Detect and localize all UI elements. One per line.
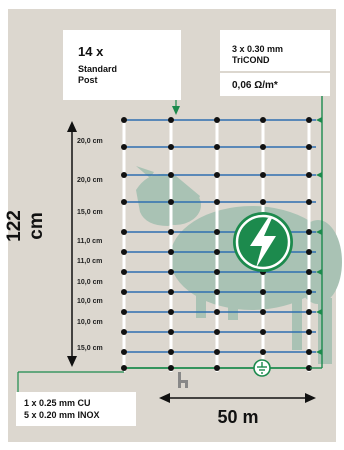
spacing-label: 20,0 cm xyxy=(77,177,103,184)
spacing-label: 11,0 cm xyxy=(77,258,103,265)
post-type-line2: Post xyxy=(78,75,98,85)
lightning-bolt-icon xyxy=(233,212,293,272)
wire-info-box: 3 x 0.30 mm TriCOND 0,06 Ω/m* xyxy=(220,30,330,96)
post-type-line1: Standard xyxy=(78,64,118,74)
spacing-label: 15,0 cm xyxy=(77,209,103,216)
conductor-line2: 5 x 0.20 mm INOX xyxy=(24,410,100,420)
wire-post-connectors xyxy=(121,117,312,371)
wire-spec: 3 x 0.30 mm xyxy=(232,44,284,54)
divider xyxy=(220,71,330,73)
spacing-label: 10,0 cm xyxy=(77,298,103,305)
spacing-label: 11,0 cm xyxy=(77,238,103,245)
wire-resistance: 0,06 Ω/m* xyxy=(232,80,278,91)
wire-brand: TriCOND xyxy=(232,55,270,65)
width-dimension-arrow xyxy=(159,393,316,403)
conductor-info-box: 1 x 0.25 mm CU 5 x 0.20 mm INOX xyxy=(16,392,136,426)
spacing-label: 10,0 cm xyxy=(77,279,103,286)
spacing-label: 15,0 cm xyxy=(77,345,103,352)
sheep-silhouette xyxy=(136,166,342,364)
height-dimension-arrow xyxy=(67,121,77,367)
spacing-label: 20,0 cm xyxy=(77,138,103,145)
spacing-label: 10,0 cm xyxy=(77,319,103,326)
ground-rod xyxy=(178,372,188,388)
conductor-line1: 1 x 0.25 mm CU xyxy=(24,398,91,408)
post-count: 14 x xyxy=(78,44,104,59)
post-info-box: 14 x Standard Post xyxy=(63,30,181,100)
ground-icon xyxy=(253,359,271,377)
height-label: 122 cm xyxy=(4,210,47,242)
width-label: 50 m xyxy=(217,407,259,427)
feed-arrows xyxy=(316,117,322,355)
